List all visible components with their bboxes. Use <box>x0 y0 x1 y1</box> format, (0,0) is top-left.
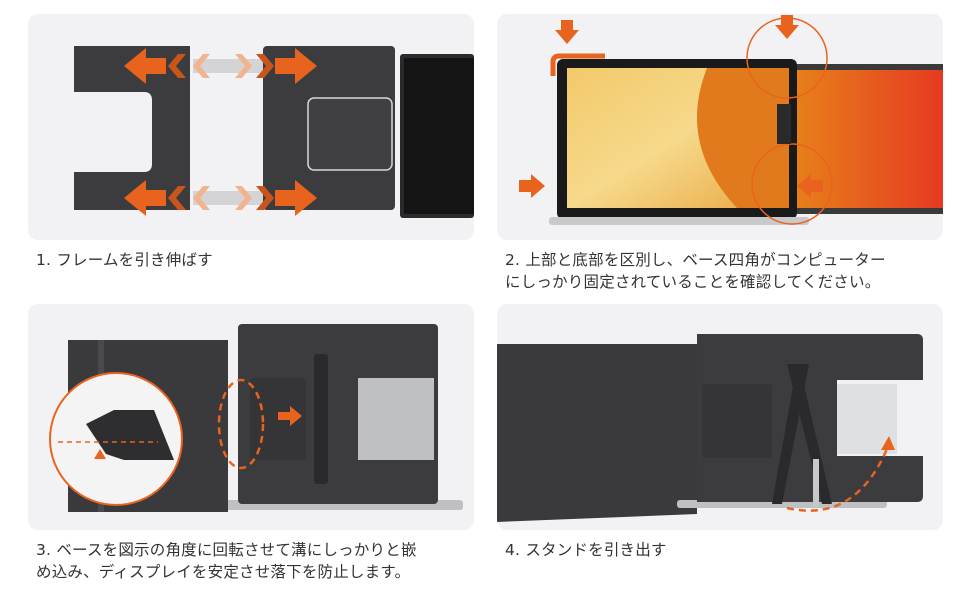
arrow-down-icon <box>775 15 799 39</box>
arrow-up-icon <box>881 436 895 450</box>
base-rotation-diagram <box>49 324 463 512</box>
arrow-right-bottom-icon <box>235 180 317 216</box>
arrow-left-bottom-icon <box>124 180 210 216</box>
step-3-caption-line-2: め込み、ディスプレイを安定させ落下を防止します。 <box>36 563 411 581</box>
step-4-illustration <box>497 304 943 530</box>
arrow-right-icon <box>278 406 302 426</box>
arrow-left-top-icon <box>124 48 210 84</box>
arrow-down-icon <box>555 20 579 44</box>
step-1-illustration <box>28 14 474 240</box>
arrow-right-top-icon <box>235 48 317 84</box>
arrow-up-icon <box>94 449 106 459</box>
hinge-highlight <box>217 378 265 470</box>
arrow-left-icon <box>797 174 823 198</box>
corner-fixing-diagram <box>519 15 943 225</box>
arrow-right-icon <box>519 174 545 198</box>
step-1-caption: 1. フレームを引き伸ばす <box>36 251 213 269</box>
zoom-circle-bottom <box>751 143 833 225</box>
step-2-illustration <box>497 14 943 240</box>
step-2-caption-line-1: 2. 上部と底部を区別し、ベース四角がコンピューター <box>505 251 886 269</box>
rotation-arrow <box>786 443 891 512</box>
frame-extension-diagram <box>74 46 474 218</box>
stand-pull-out-diagram <box>497 334 923 522</box>
step-4-caption: 4. スタンドを引き出す <box>505 541 667 559</box>
step-3-illustration <box>28 304 474 530</box>
step-2-caption: 2. 上部と底部を区別し、ベース四角がコンピューター にしっかり固定されているこ… <box>505 249 886 293</box>
step-2-caption-line-2: にしっかり固定されていることを確認してください。 <box>505 273 881 291</box>
step-3-caption-line-1: 3. ベースを図示の角度に回転させて溝にしっかりと嵌 <box>36 541 417 559</box>
step-3-caption: 3. ベースを図示の角度に回転させて溝にしっかりと嵌 め込み、ディスプレイを安定… <box>36 539 417 583</box>
